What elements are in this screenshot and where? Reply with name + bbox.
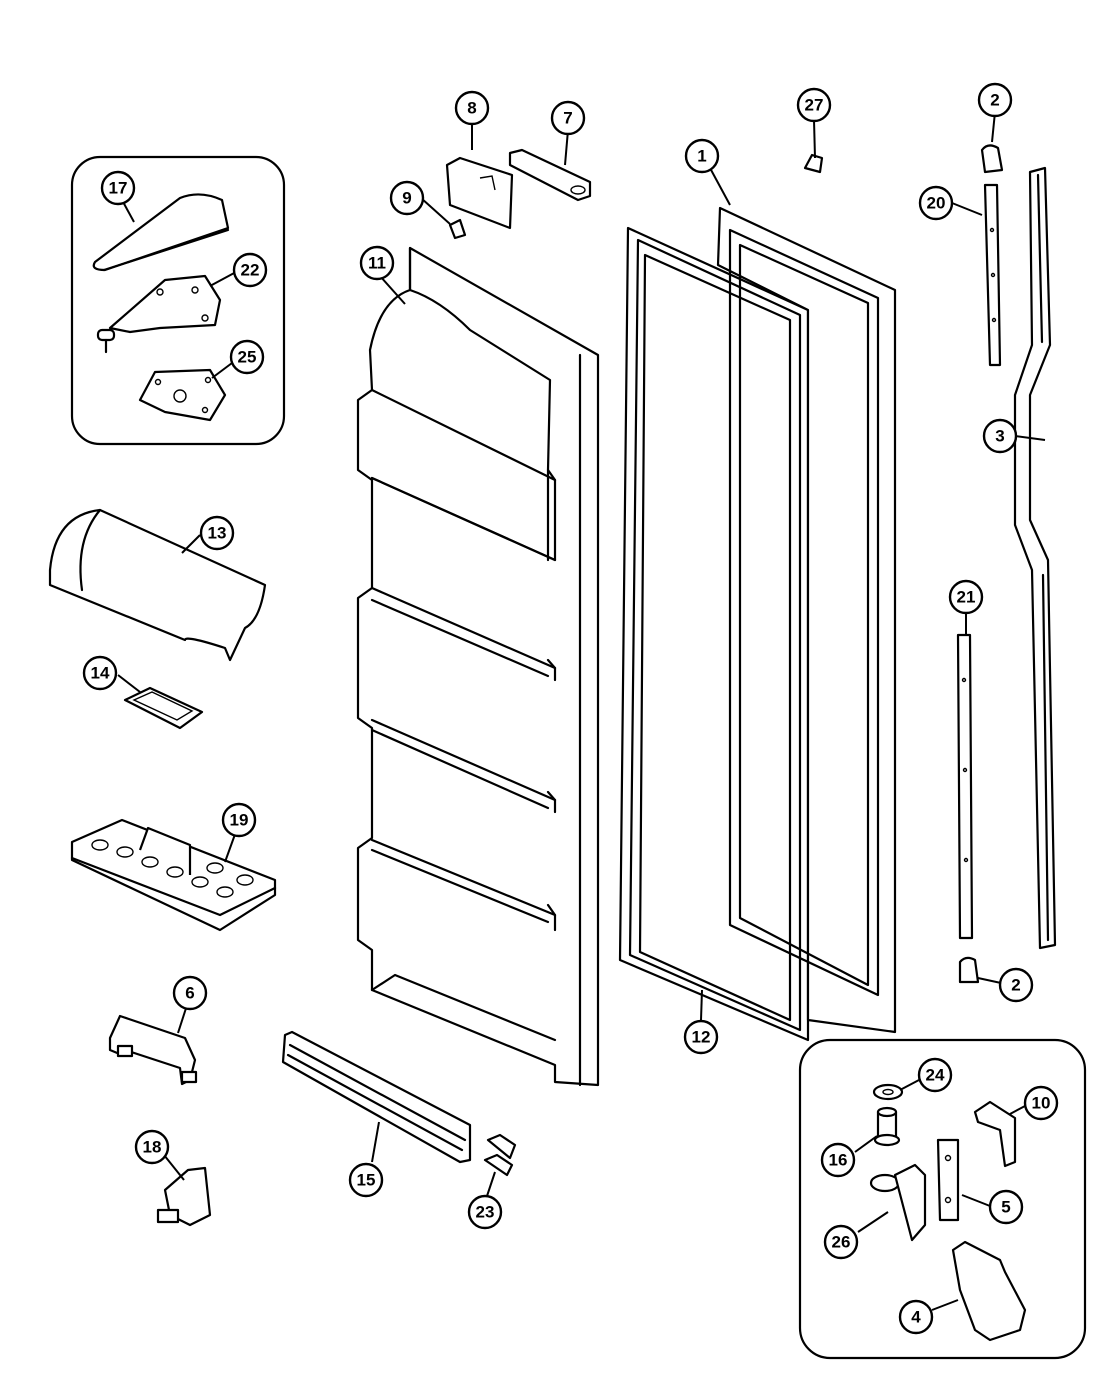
svg-text:2: 2 bbox=[990, 91, 999, 110]
callout-3: 3 bbox=[982, 418, 1018, 454]
part-22-hinge-plate bbox=[96, 274, 222, 354]
callout-10: 10 bbox=[1023, 1085, 1059, 1121]
callout-22: 22 bbox=[232, 252, 268, 288]
callout-20: 20 bbox=[918, 185, 954, 221]
svg-text:27: 27 bbox=[805, 96, 824, 115]
part-13-dairy-door bbox=[48, 508, 267, 662]
part-6-bracket bbox=[108, 1014, 198, 1086]
callout-11: 11 bbox=[359, 245, 395, 281]
svg-text:22: 22 bbox=[241, 261, 260, 280]
svg-text:14: 14 bbox=[91, 664, 110, 683]
svg-text:8: 8 bbox=[467, 99, 476, 118]
callout-24: 24 bbox=[917, 1057, 953, 1093]
svg-text:5: 5 bbox=[1001, 1198, 1010, 1217]
callout-1: 1 bbox=[684, 138, 720, 174]
callout-12: 12 bbox=[683, 1019, 719, 1055]
part-14-tray bbox=[123, 686, 204, 730]
part-26-hinge-bracket bbox=[869, 1163, 927, 1242]
part-5-shim bbox=[936, 1138, 960, 1222]
callout-13: 13 bbox=[199, 515, 235, 551]
svg-text:12: 12 bbox=[692, 1028, 711, 1047]
callout-19: 19 bbox=[221, 802, 257, 838]
part-25-hinge-base bbox=[138, 368, 227, 422]
part-9-stop bbox=[448, 218, 467, 240]
part-2-cap-top bbox=[980, 144, 1004, 174]
svg-text:26: 26 bbox=[832, 1233, 851, 1252]
svg-text:9: 9 bbox=[402, 189, 411, 208]
hinge-inset-box-top bbox=[70, 155, 286, 446]
callout-6: 6 bbox=[172, 975, 208, 1011]
svg-text:13: 13 bbox=[208, 524, 227, 543]
callout-8: 8 bbox=[454, 90, 490, 126]
part-8-bracket bbox=[445, 156, 514, 230]
svg-text:24: 24 bbox=[926, 1066, 945, 1085]
part-10-bracket bbox=[973, 1100, 1017, 1168]
part-16-pin bbox=[873, 1106, 901, 1147]
callout-2-bottom: 2 bbox=[998, 967, 1034, 1003]
svg-text:19: 19 bbox=[230, 811, 249, 830]
callout-25: 25 bbox=[229, 339, 265, 375]
part-21-trim bbox=[956, 633, 974, 940]
callout-14: 14 bbox=[82, 655, 118, 691]
callout-18: 18 bbox=[134, 1129, 170, 1165]
svg-text:16: 16 bbox=[829, 1151, 848, 1170]
callout-15: 15 bbox=[348, 1162, 384, 1198]
callout-21: 21 bbox=[948, 579, 984, 615]
part-19-egg-tray bbox=[70, 818, 277, 932]
svg-text:1: 1 bbox=[697, 147, 706, 166]
part-2-cap-bottom bbox=[958, 956, 980, 984]
part-17-hinge-cover bbox=[92, 193, 230, 272]
svg-text:21: 21 bbox=[957, 588, 976, 607]
part-12-gasket bbox=[618, 226, 810, 1042]
callout-5: 5 bbox=[988, 1189, 1024, 1225]
part-1-door-panel bbox=[716, 206, 897, 1034]
callout-26: 26 bbox=[823, 1224, 859, 1260]
callout-2-top: 2 bbox=[977, 82, 1013, 118]
svg-text:3: 3 bbox=[995, 427, 1004, 446]
svg-text:2: 2 bbox=[1011, 976, 1020, 995]
part-4-hinge bbox=[951, 1240, 1027, 1342]
svg-text:23: 23 bbox=[476, 1203, 495, 1222]
part-20-trim bbox=[983, 183, 1002, 367]
part-3-handle bbox=[1013, 166, 1057, 950]
callout-23: 23 bbox=[467, 1194, 503, 1230]
part-27-bulb bbox=[803, 153, 824, 174]
svg-text:6: 6 bbox=[185, 984, 194, 1003]
svg-text:17: 17 bbox=[109, 179, 128, 198]
part-7-cam bbox=[508, 148, 592, 202]
part-11-door-liner bbox=[356, 246, 600, 1087]
part-24-washer bbox=[872, 1083, 904, 1101]
svg-text:15: 15 bbox=[357, 1171, 376, 1190]
callout-17: 17 bbox=[100, 170, 136, 206]
part-18-clip bbox=[156, 1166, 212, 1227]
svg-text:18: 18 bbox=[143, 1138, 162, 1157]
part-15-rail bbox=[281, 1030, 472, 1164]
hinge-inset-box-bottom bbox=[798, 1038, 1087, 1360]
callout-9: 9 bbox=[389, 180, 425, 216]
callout-16: 16 bbox=[820, 1142, 856, 1178]
callout-4: 4 bbox=[898, 1299, 934, 1335]
callout-27: 27 bbox=[796, 87, 832, 123]
svg-text:20: 20 bbox=[927, 194, 946, 213]
svg-text:25: 25 bbox=[238, 348, 257, 367]
part-23-fastener bbox=[483, 1133, 517, 1177]
svg-text:4: 4 bbox=[911, 1308, 921, 1327]
leader-lines bbox=[117, 111, 1046, 1311]
svg-text:10: 10 bbox=[1032, 1094, 1051, 1113]
callout-7: 7 bbox=[550, 100, 586, 136]
svg-text:7: 7 bbox=[563, 109, 572, 128]
svg-text:11: 11 bbox=[368, 254, 386, 273]
